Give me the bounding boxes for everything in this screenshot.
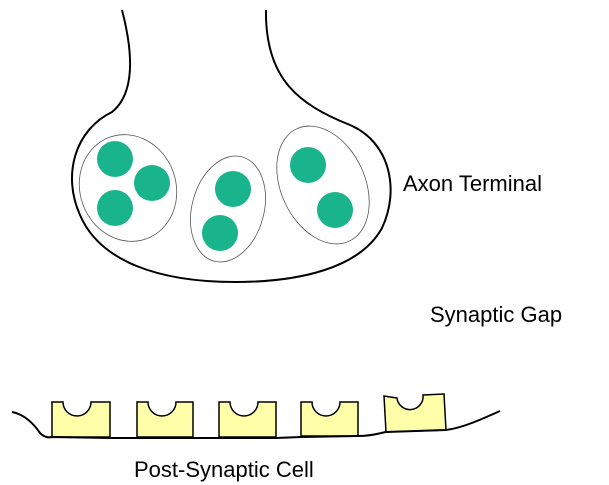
neurotransmitter-molecule — [134, 165, 170, 201]
synaptic-gap-label: Synaptic Gap — [430, 302, 562, 327]
neurotransmitter-molecule — [97, 190, 133, 226]
receptor-shape — [137, 402, 193, 437]
receptor-shape — [301, 402, 358, 436]
receptor — [52, 402, 110, 437]
vesicle-right — [259, 111, 388, 259]
neurotransmitter-molecule — [202, 215, 238, 251]
vesicle-middle — [179, 148, 276, 271]
receptor — [301, 402, 358, 436]
neurotransmitter-molecule — [317, 192, 353, 228]
receptor — [137, 402, 193, 437]
receptor — [219, 402, 276, 437]
receptor-shape — [52, 402, 110, 437]
neurotransmitter-molecule — [290, 147, 326, 183]
receptor-shape — [384, 394, 446, 432]
vesicle-membrane — [179, 148, 276, 271]
axon-terminal-label: Axon Terminal — [403, 171, 542, 196]
vesicle-membrane — [259, 111, 388, 259]
post-synaptic-cell-label: Post-Synaptic Cell — [134, 457, 314, 482]
vesicle-membrane — [64, 121, 191, 255]
receptor-shape — [219, 402, 276, 437]
receptor — [384, 394, 446, 432]
neurotransmitter-molecule — [97, 141, 133, 177]
vesicle-left — [64, 121, 191, 255]
neurotransmitter-molecule — [215, 171, 251, 207]
